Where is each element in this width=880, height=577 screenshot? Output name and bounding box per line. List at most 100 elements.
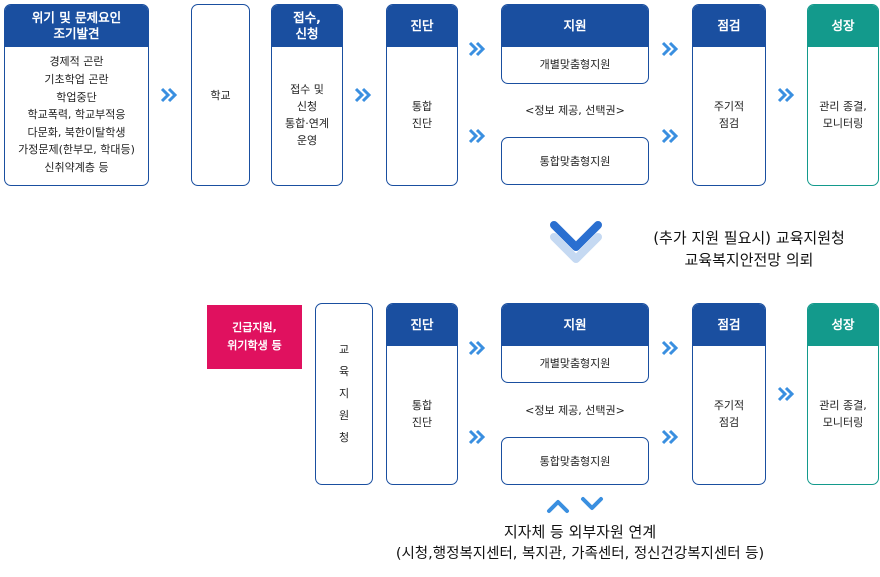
risk-detection-header: 위기 및 문제요인 조기발견 xyxy=(5,5,148,47)
risk-detection-box: 위기 및 문제요인 조기발견 경제적 곤란 기초학업 곤란 학업중단 학교폭력,… xyxy=(4,4,149,186)
office-char: 청 xyxy=(338,431,350,444)
check-box-bottom: 점검 주기적 점검 xyxy=(692,303,766,485)
double-chevron-right-icon xyxy=(468,340,486,356)
risk-items: 경제적 곤란 기초학업 곤란 학업중단 학교폭력, 학교부적응 다문화, 북한이… xyxy=(5,47,148,183)
double-chevron-right-icon xyxy=(661,41,679,57)
double-chevron-right-icon xyxy=(468,128,486,144)
growth-title-bottom: 성장 xyxy=(831,317,855,333)
risk-item: 학업중단 xyxy=(56,90,97,104)
intake-item: 통합·연계 xyxy=(285,117,329,130)
external-resources-text: 지자체 등 외부자원 연계 (시청,행정복지센터, 복지관, 가족센터, 정신건… xyxy=(340,522,820,565)
double-chevron-right-icon xyxy=(661,340,679,356)
growth-item: 관리 종결, xyxy=(819,398,867,412)
double-chevron-right-icon xyxy=(777,87,795,103)
check-item: 점검 xyxy=(718,416,740,429)
urgent-support-badge: 긴급지원, 위기학생 등 xyxy=(207,305,302,369)
growth-item: 모니터링 xyxy=(822,416,864,429)
intake-item: 운영 xyxy=(296,134,318,148)
integrated-support-label: 통합맞춤형지원 xyxy=(539,455,611,468)
growth-item: 관리 종결, xyxy=(819,99,867,113)
support-integrated-box: 통합맞춤형지원 xyxy=(501,137,649,185)
check-header-bottom: 점검 xyxy=(693,304,765,346)
diagnosis-header-bottom: 진단 xyxy=(387,304,457,346)
risk-item: 다문화, 북한이탈학생 xyxy=(27,125,126,139)
check-item: 주기적 xyxy=(713,99,745,113)
office-char: 원 xyxy=(338,409,350,422)
escalation-line2: 교육복지안전망 의뢰 xyxy=(684,250,814,269)
school-box: 학교 xyxy=(191,4,250,186)
escalation-line1: (추가 지원 필요시) 교육지원청 xyxy=(653,229,845,247)
double-chevron-right-icon xyxy=(468,429,486,445)
external-line1: 지자체 등 외부자원 연계 xyxy=(503,523,657,541)
diagnosis-item: 통합 xyxy=(411,99,433,113)
education-office-box: 교 육 지 원 청 xyxy=(315,303,373,485)
intake-item: 접수 및 xyxy=(290,82,324,96)
check-title: 점검 xyxy=(717,18,741,34)
growth-items-bottom: 관리 종결, 모니터링 xyxy=(808,346,878,482)
risk-item: 기초학업 곤란 xyxy=(44,73,109,87)
growth-header: 성장 xyxy=(808,5,878,47)
check-title-bottom: 점검 xyxy=(717,317,741,333)
diagnosis-items: 통합 진단 xyxy=(387,47,457,183)
growth-box-bottom: 성장 관리 종결, 모니터링 xyxy=(807,303,879,485)
diagnosis-item: 통합 xyxy=(411,398,433,412)
diagnosis-item: 진단 xyxy=(411,117,433,130)
risk-item: 경제적 곤란 xyxy=(49,55,104,69)
education-office-label: 교 육 지 원 청 xyxy=(316,304,372,484)
check-items: 주기적 점검 xyxy=(693,47,765,183)
diagnosis-box-bottom: 진단 통합 진단 xyxy=(386,303,458,485)
double-chevron-right-icon xyxy=(160,87,178,103)
growth-title: 성장 xyxy=(831,18,855,34)
intake-items: 접수 및 신청 통합·연계 운영 xyxy=(272,47,342,183)
support-individual-bottom: 개별맞춤형지원 xyxy=(502,346,648,382)
support-header: 지원 xyxy=(502,5,648,47)
check-items-bottom: 주기적 점검 xyxy=(693,346,765,482)
intake-item: 신청 xyxy=(296,99,318,113)
double-chevron-right-icon xyxy=(468,41,486,57)
risk-item: 학교폭력, 학교부적응 xyxy=(27,108,126,122)
support-title-bottom: 지원 xyxy=(563,317,587,333)
check-box: 점검 주기적 점검 xyxy=(692,4,766,186)
office-char: 육 xyxy=(338,365,350,378)
growth-items: 관리 종결, 모니터링 xyxy=(808,47,878,183)
integrated-support-label: 통합맞춤형지원 xyxy=(539,155,611,168)
external-line2: (시청,행정복지센터, 복지관, 가족센터, 정신건강복지센터 등) xyxy=(395,545,765,562)
intake-box: 접수, 신청 접수 및 신청 통합·연계 운영 xyxy=(271,4,343,186)
support-individual: 개별맞춤형지원 xyxy=(502,47,648,83)
urgent-line2: 위기학생 등 xyxy=(227,339,282,352)
office-char: 교 xyxy=(338,343,350,356)
support-header-bottom: 지원 xyxy=(502,304,648,346)
double-chevron-right-icon xyxy=(661,429,679,445)
growth-header-bottom: 성장 xyxy=(808,304,878,346)
intake-title-line2: 신청 xyxy=(295,26,319,41)
chevron-down-icon xyxy=(550,221,602,263)
check-item: 주기적 xyxy=(713,398,745,412)
diagnosis-title-bottom: 진단 xyxy=(410,317,434,333)
double-chevron-right-icon xyxy=(661,128,679,144)
escalation-text: (추가 지원 필요시) 교육지원청 교육복지안전망 의뢰 xyxy=(620,228,878,272)
intake-title-line1: 접수, xyxy=(293,10,321,26)
diagnosis-items-bottom: 통합 진단 xyxy=(387,346,457,482)
up-down-chevrons-icon xyxy=(547,497,603,513)
intake-header: 접수, 신청 xyxy=(272,5,342,47)
growth-item: 모니터링 xyxy=(822,117,864,130)
growth-box: 성장 관리 종결, 모니터링 xyxy=(807,4,879,186)
support-individual-box-bottom: 지원 개별맞춤형지원 xyxy=(501,303,649,383)
risk-item: 가정문제(한부모, 학대등) xyxy=(18,143,135,157)
double-chevron-right-icon xyxy=(777,386,795,402)
risk-title-line1: 위기 및 문제요인 xyxy=(31,10,122,26)
diagnosis-title: 진단 xyxy=(410,18,434,34)
diagnosis-header: 진단 xyxy=(387,5,457,47)
double-chevron-right-icon xyxy=(354,87,372,103)
office-char: 지 xyxy=(338,387,350,400)
risk-item: 신취약계층 등 xyxy=(44,160,109,174)
risk-title-line2: 조기발견 xyxy=(53,26,100,41)
school-label: 학교 xyxy=(210,89,231,102)
info-choice-label-bottom: <정보 제공, 선택권> xyxy=(525,404,625,417)
diagnosis-box: 진단 통합 진단 xyxy=(386,4,458,186)
check-header: 점검 xyxy=(693,5,765,47)
individual-support-label: 개별맞춤형지원 xyxy=(539,357,611,371)
support-individual-box: 지원 개별맞춤형지원 xyxy=(501,4,649,84)
urgent-line1: 긴급지원, xyxy=(232,321,277,335)
check-item: 점검 xyxy=(718,117,740,130)
